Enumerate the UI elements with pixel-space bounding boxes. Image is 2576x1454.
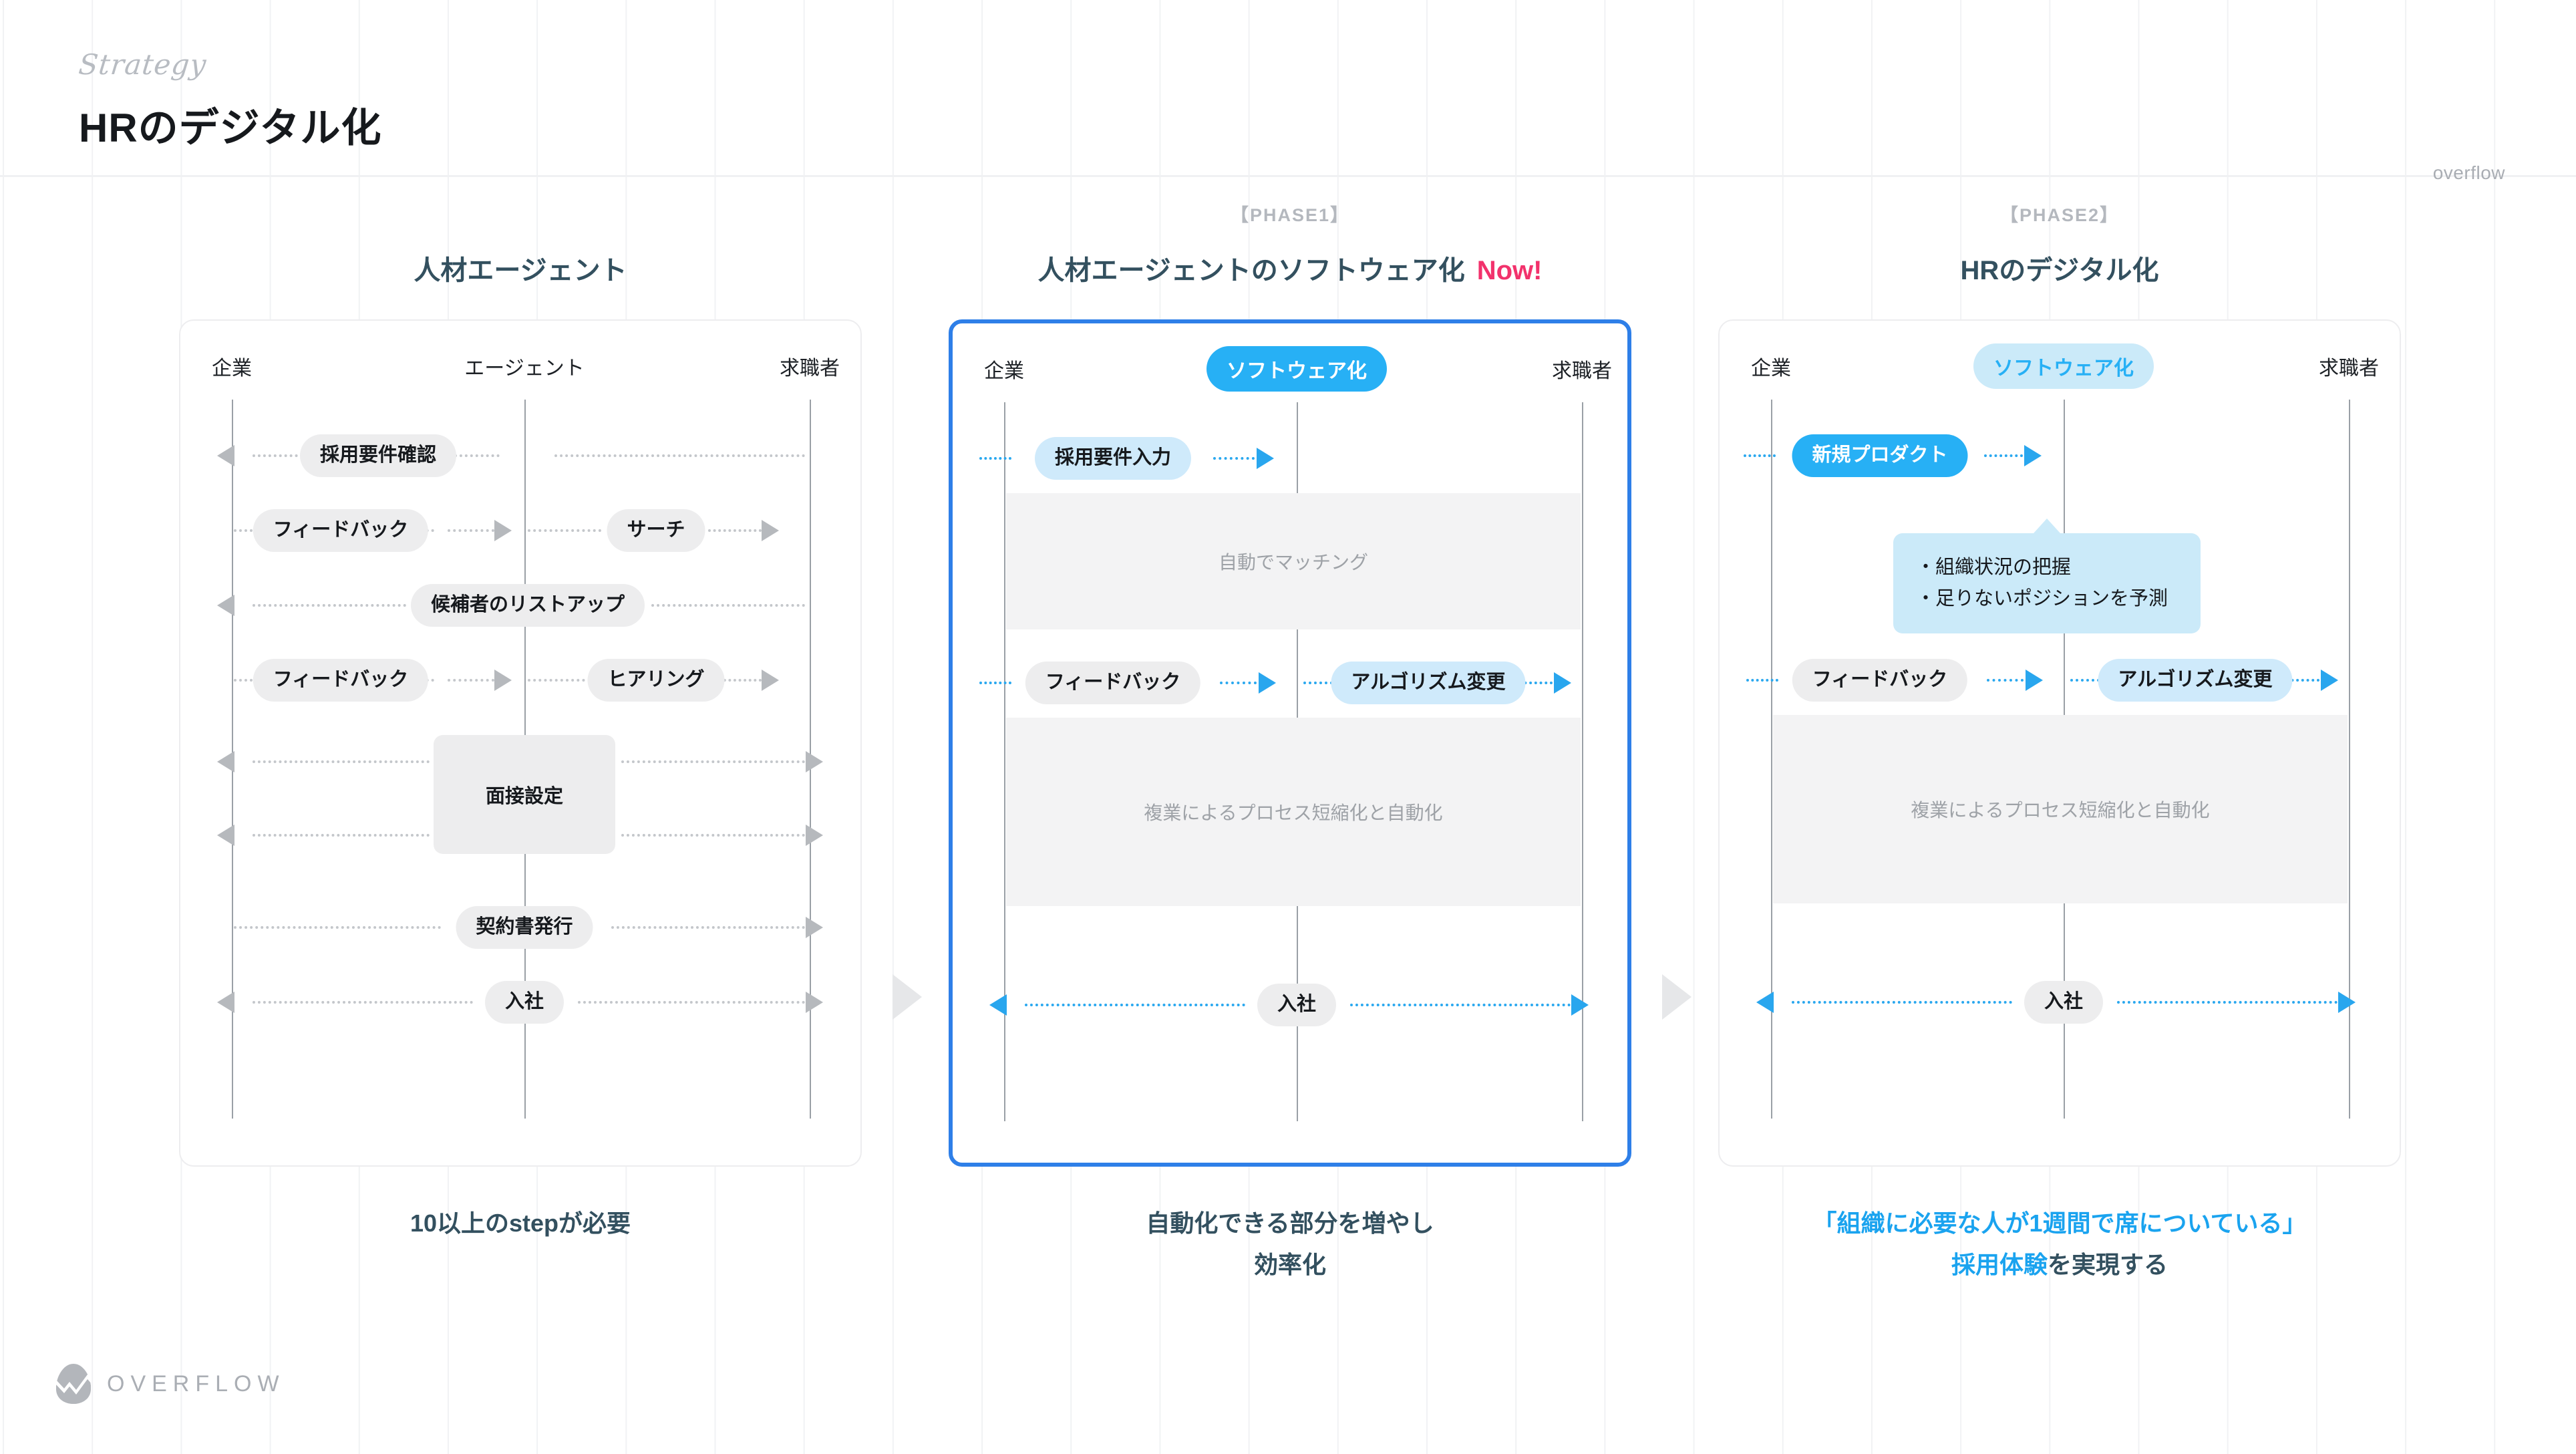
column-title: HRのデジタル化	[1718, 249, 2401, 285]
caption-line: 10以上のstepが必要	[410, 1209, 631, 1237]
page-header: Strategy HRのデジタル化	[77, 48, 382, 154]
step-pill: フィードバック	[1792, 659, 1968, 702]
arrow-right-icon	[494, 670, 512, 691]
step-pill: 入社	[484, 981, 565, 1024]
column-caption: 「組織に必要な人が1週間で席についている」 採用体験を実現する	[1718, 1203, 2401, 1286]
callout-bullet: ・組織状況の把握	[1916, 557, 2072, 578]
arrow-right-icon	[2024, 445, 2042, 466]
page-title: HRのデジタル化	[79, 106, 382, 150]
zone-process-automation: 複業によるプロセス短縮化と自動化	[1773, 715, 2348, 903]
arrow-right-icon	[1259, 672, 1276, 694]
actor-company: 企業	[212, 357, 252, 380]
caption-line: 効率化	[1253, 1250, 1326, 1278]
zone-auto-matching: 自動でマッチング	[1006, 493, 1581, 629]
arrow-left-icon	[217, 595, 234, 616]
arrow-right-icon	[1554, 672, 1571, 694]
step-pill: ヒアリング	[587, 659, 725, 702]
arrow-right-icon	[2338, 992, 2356, 1013]
egg-zigzag-logo-icon	[55, 1364, 92, 1404]
logo-wordmark: OVERFLOW	[107, 1370, 285, 1397]
step-pill: 新規プロダクト	[1792, 434, 1968, 477]
caption-line: 採用体験を実現する	[1718, 1244, 2401, 1286]
arrow-right-icon	[1571, 994, 1589, 1016]
chevron-right-icon	[1662, 974, 1692, 1020]
column-phase1: 【PHASE1】 人材エージェントのソフトウェア化 Now! 企業 ソフトウェア化…	[949, 200, 1631, 1286]
step-pill: フィードバック	[253, 659, 429, 702]
step-pill: 入社	[2024, 981, 2104, 1024]
caption-accent: 採用体験	[1951, 1250, 2048, 1278]
column-phase-label: 【PHASE2】	[1999, 205, 2120, 225]
arrow-left-icon	[217, 445, 234, 466]
lifeline-company	[1004, 402, 1005, 1121]
callout-bullet: ・足りないポジションを予測	[1916, 587, 2168, 609]
arrow-right-icon	[806, 992, 823, 1013]
actor-software-badge: ソフトウェア化	[1973, 343, 2154, 389]
column-caption: 10以上のstepが必要	[179, 1203, 862, 1244]
step-pill: 候補者のリストアップ	[410, 584, 645, 627]
arrow-right-icon	[1257, 448, 1274, 469]
step-pill: 契約書発行	[456, 906, 593, 949]
background-rule-line	[0, 175, 2576, 177]
arrow-right-icon	[762, 670, 779, 691]
column-phase-label	[179, 200, 862, 223]
sequence-card-phase2: 企業 ソフトウェア化 求職者 新規プロダクト ・組織状況の把握 ・足りないポジシ…	[1718, 319, 2401, 1167]
column-title-text: 人材エージェント	[414, 256, 627, 285]
lifeline-seeker	[1582, 402, 1583, 1121]
footer-logo: OVERFLOW	[55, 1363, 285, 1405]
zone-process-automation: 複業によるプロセス短縮化と自動化	[1006, 718, 1581, 906]
chevron-right-icon	[893, 974, 922, 1020]
arrow-right-icon	[494, 520, 512, 541]
column-agent: 人材エージェント 企業 エージェント 求職者 採用要件確認	[179, 200, 862, 1244]
lifeline-seeker	[2349, 400, 2350, 1119]
sequence-card-agent: 企業 エージェント 求職者 採用要件確認 フィードバック	[179, 319, 862, 1167]
actor-seeker: 求職者	[780, 357, 840, 380]
step-pill: フィードバック	[1025, 662, 1201, 704]
actor-company: 企業	[984, 360, 1024, 382]
column-title: 人材エージェントのソフトウェア化 Now!	[949, 249, 1631, 285]
actor-seeker: 求職者	[2319, 357, 2379, 380]
step-pill: アルゴリズム変更	[1331, 662, 1526, 704]
actor-seeker: 求職者	[1552, 360, 1612, 382]
arrow-left-icon	[989, 994, 1007, 1016]
callout-balloon: ・組織状況の把握 ・足りないポジションを予測	[1893, 519, 2201, 633]
arrow-right-icon	[2321, 670, 2338, 691]
lifeline-company	[1771, 400, 1772, 1119]
arrow-right-icon	[762, 520, 779, 541]
brand-label-top-right: overflow	[2432, 162, 2505, 183]
eyebrow-label: Strategy	[77, 48, 208, 81]
arrow-right-icon	[806, 751, 823, 772]
arrow-right-icon	[806, 825, 823, 846]
sequence-card-phase1: 企業 ソフトウェア化 求職者 採用要件入力 自動でマッチング フィードバック	[949, 319, 1631, 1167]
arrow-left-icon	[217, 825, 234, 846]
column-caption: 自動化できる部分を増やし 効率化	[949, 1203, 1631, 1286]
arrow-right-icon	[2026, 670, 2043, 691]
step-pill: フィードバック	[253, 509, 429, 552]
column-title: 人材エージェント	[179, 249, 862, 285]
step-pill: アルゴリズム変更	[2098, 659, 2293, 702]
column-title-text: HRのデジタル化	[1960, 256, 2159, 285]
step-pill: 入社	[1257, 984, 1337, 1026]
caption-line: 自動化できる部分を増やし	[1146, 1209, 1434, 1237]
column-phase-label: 【PHASE1】	[1230, 205, 1350, 225]
column-phase2: 【PHASE2】 HRのデジタル化 企業 ソフトウェア化 求職者 新規プロダクト…	[1718, 200, 2401, 1286]
actor-agent: エージェント	[464, 357, 585, 380]
caption-rest: を実現する	[2048, 1250, 2168, 1278]
actor-software-badge: ソフトウェア化	[1206, 346, 1387, 392]
actor-company: 企業	[1751, 357, 1791, 380]
arrow-left-icon	[217, 751, 234, 772]
caption-line: 「組織に必要な人が1週間で席についている」	[1812, 1209, 2307, 1237]
arrow-left-icon	[1756, 992, 1774, 1013]
column-title-text: 人材エージェントのソフトウェア化	[1037, 256, 1465, 285]
now-badge: Now!	[1476, 256, 1543, 285]
step-pill: サーチ	[607, 509, 705, 552]
arrow-left-icon	[217, 992, 234, 1013]
step-pill: 採用要件入力	[1034, 437, 1192, 480]
step-box-interview: 面接設定	[434, 735, 615, 854]
arrow-right-icon	[806, 917, 823, 938]
step-pill: 採用要件確認	[299, 434, 457, 477]
